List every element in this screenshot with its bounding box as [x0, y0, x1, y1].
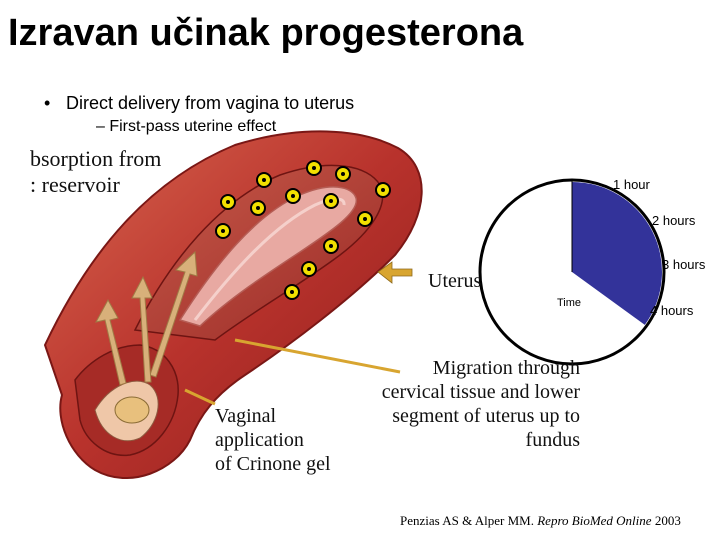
- vaginal-line3: of Crinone gel: [215, 453, 331, 475]
- dot: [323, 238, 339, 254]
- dot: [335, 166, 351, 182]
- citation-journal: Repro BioMed Online: [537, 513, 652, 528]
- pie-label-4-hours: 4 hours: [650, 303, 694, 318]
- sub-bullet-text: First-pass uterine effect: [109, 118, 277, 135]
- migration-arrows: [95, 250, 198, 386]
- pie-label-2-hours: 2 hours: [652, 213, 696, 228]
- migration-line2: cervical tissue and lower: [381, 381, 580, 403]
- dot: [220, 194, 236, 210]
- migration-pointer-line: [234, 338, 401, 374]
- dot: [250, 200, 266, 216]
- migration-line4: fundus: [525, 429, 580, 451]
- absorption-line1: bsorption from: [30, 146, 162, 171]
- migration-label: Migration through cervical tissue and lo…: [330, 356, 580, 452]
- dot: [285, 188, 301, 204]
- absorption-label: bsorption from : reservoir: [30, 146, 161, 198]
- absorption-line2: : reservoir: [30, 172, 120, 197]
- migration-line1: Migration through: [432, 357, 580, 379]
- pie-time-label: Time: [557, 297, 581, 309]
- slide-title: Izravan učinak progesterona: [8, 12, 524, 54]
- pie-label-3-hours: 3 hours: [662, 257, 706, 272]
- vaginal-line1: Vaginal: [215, 405, 277, 427]
- bullet-direct-delivery: • Direct delivery from vagina to uterus: [44, 93, 354, 114]
- migration-line3: segment of uterus up to: [392, 405, 580, 427]
- gel-reservoir: [114, 396, 150, 424]
- sub-bullet-first-pass: – First-pass uterine effect: [96, 118, 277, 135]
- citation-year: 2003: [654, 513, 681, 528]
- progesterone-dots: [215, 160, 391, 300]
- time-pie: 1 hour 2 hours 3 hours 4 hours Time: [478, 177, 706, 366]
- dot: [256, 172, 272, 188]
- uterus-label: Uterus: [428, 270, 482, 292]
- bullet-text: Direct delivery from vagina to uterus: [66, 93, 355, 113]
- citation: Penzias AS & Alper MM. Repro BioMed Onli…: [400, 513, 681, 529]
- dot: [357, 211, 373, 227]
- dot: [284, 284, 300, 300]
- bullet-dot: •: [44, 93, 51, 113]
- citation-authors: Penzias AS & Alper MM.: [400, 513, 534, 528]
- dot: [301, 261, 317, 277]
- uterine-lumen: [178, 186, 357, 327]
- dot: [375, 182, 391, 198]
- vaginal-line2: application: [215, 429, 304, 451]
- dot: [215, 223, 231, 239]
- dot: [323, 193, 339, 209]
- pie-filled-sector: [572, 182, 662, 325]
- uterus-pointer-arrow: [377, 261, 413, 284]
- dot: [306, 160, 322, 176]
- vaginal-pointer-line: [184, 388, 216, 406]
- pie-label-1-hour: 1 hour: [613, 177, 651, 192]
- vaginal-application-label: Vaginal application of Crinone gel: [215, 404, 331, 476]
- lumen-line: [193, 197, 346, 321]
